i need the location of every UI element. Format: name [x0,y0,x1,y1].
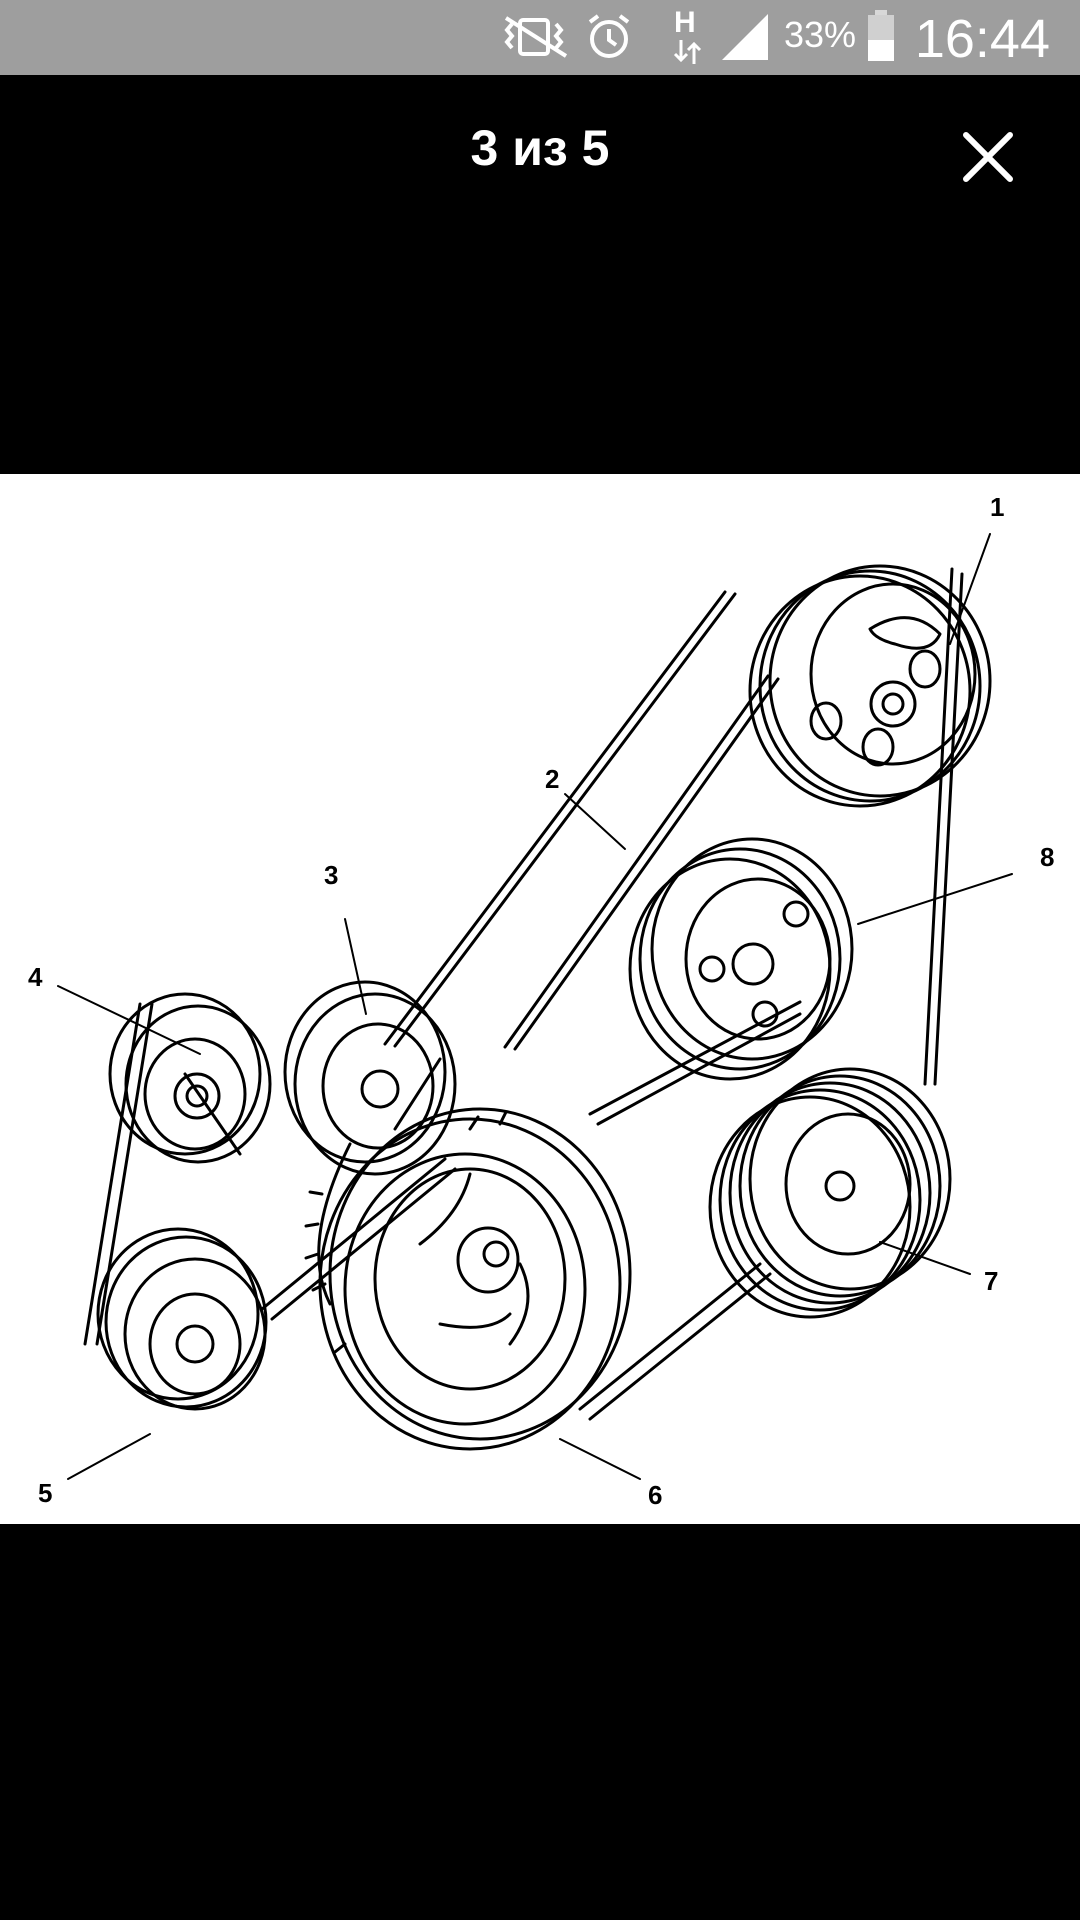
callout-7: 7 [984,1266,998,1296]
pulley-1 [748,564,992,808]
vibrate-mute-icon [504,16,568,58]
callout-4: 4 [28,962,43,992]
callout-1: 1 [990,492,1004,522]
viewer-toolbar: 3 из 5 [0,75,1080,225]
network-h-icon: H [670,6,706,66]
callout-3: 3 [324,860,338,890]
callout-8: 8 [1040,842,1054,872]
network-type-label: H [674,6,696,39]
callout-5: 5 [38,1478,52,1508]
callouts: 1 2 3 4 5 6 7 8 [28,492,1054,1510]
close-icon[interactable] [950,119,1026,195]
pulley-8 [628,837,854,1081]
pulley-3 [283,980,457,1176]
image-counter: 3 из 5 [470,120,610,176]
drive-belt [83,567,964,1421]
callout-leaders [57,533,1013,1480]
alarm-icon [588,14,630,58]
battery-percent: 33% [784,14,857,55]
signal-icon [722,14,768,60]
diagram-image[interactable]: 1 2 3 4 5 6 7 8 [0,474,1080,1524]
pulley-4 [108,992,272,1164]
battery-icon [868,10,894,61]
clock: 16:44 [914,9,1050,69]
pulley-6 [304,1107,632,1451]
callout-2: 2 [545,764,559,794]
callout-6: 6 [648,1480,662,1510]
pulley-5 [96,1227,268,1411]
status-bar: H 33% 16:44 [0,0,1080,75]
pulley-7 [708,1067,952,1319]
belt-drive-diagram: 1 2 3 4 5 6 7 8 [28,492,1054,1510]
